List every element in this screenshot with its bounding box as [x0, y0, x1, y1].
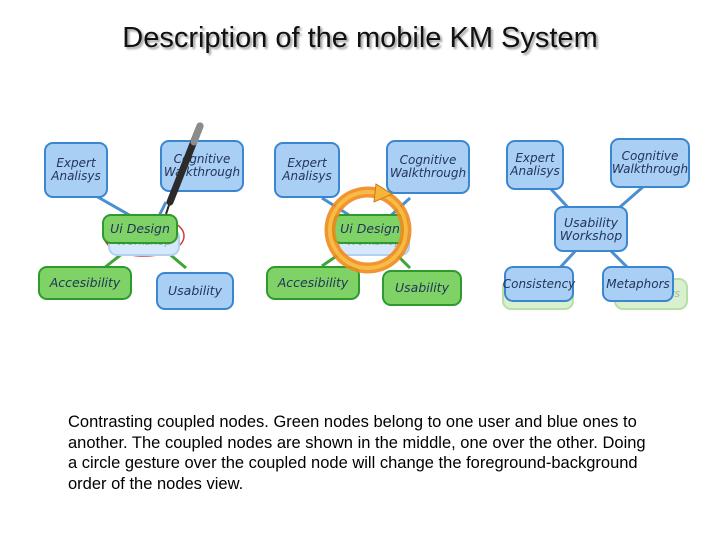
page-title: Description of the mobile KM System [122, 22, 598, 54]
figure-caption: Contrasting coupled nodes. Green nodes b… [68, 413, 646, 493]
node-consistency[interactable]: Consistency [503, 266, 575, 302]
node-expert-analysis[interactable]: Expert Analisys [44, 142, 108, 198]
node-expert-analysis[interactable]: Expert Analisys [506, 140, 564, 190]
node-cognitive-walkthrough[interactable]: Cognitive Walkthrough [386, 140, 470, 194]
panel-left: Expert Analisys Cognitive Walkthrough Wo… [36, 118, 248, 328]
node-usability-workshop[interactable]: Usability Workshop [554, 206, 628, 252]
panel-right: Consistency Metaphors Expert Analisys Co… [492, 118, 704, 328]
node-ui-design[interactable]: Ui Design [102, 214, 178, 244]
node-usability[interactable]: Usability [382, 270, 462, 306]
node-cognitive-walkthrough[interactable]: Cognitive Walkthrough [610, 138, 690, 188]
node-accessibility[interactable]: Accesibility [266, 266, 360, 300]
panel-middle: Expert Analisys Cognitive Walkthrough Wo… [262, 118, 474, 328]
node-accessibility[interactable]: Accesibility [38, 266, 132, 300]
node-usability[interactable]: Usability [156, 272, 234, 310]
stylus-pen-icon [165, 122, 204, 215]
node-metaphors[interactable]: Metaphors [602, 266, 674, 302]
node-expert-analysis[interactable]: Expert Analisys [274, 142, 340, 198]
circle-gesture-icon[interactable] [318, 180, 418, 280]
node-ui-design[interactable]: Ui Design [332, 214, 408, 244]
